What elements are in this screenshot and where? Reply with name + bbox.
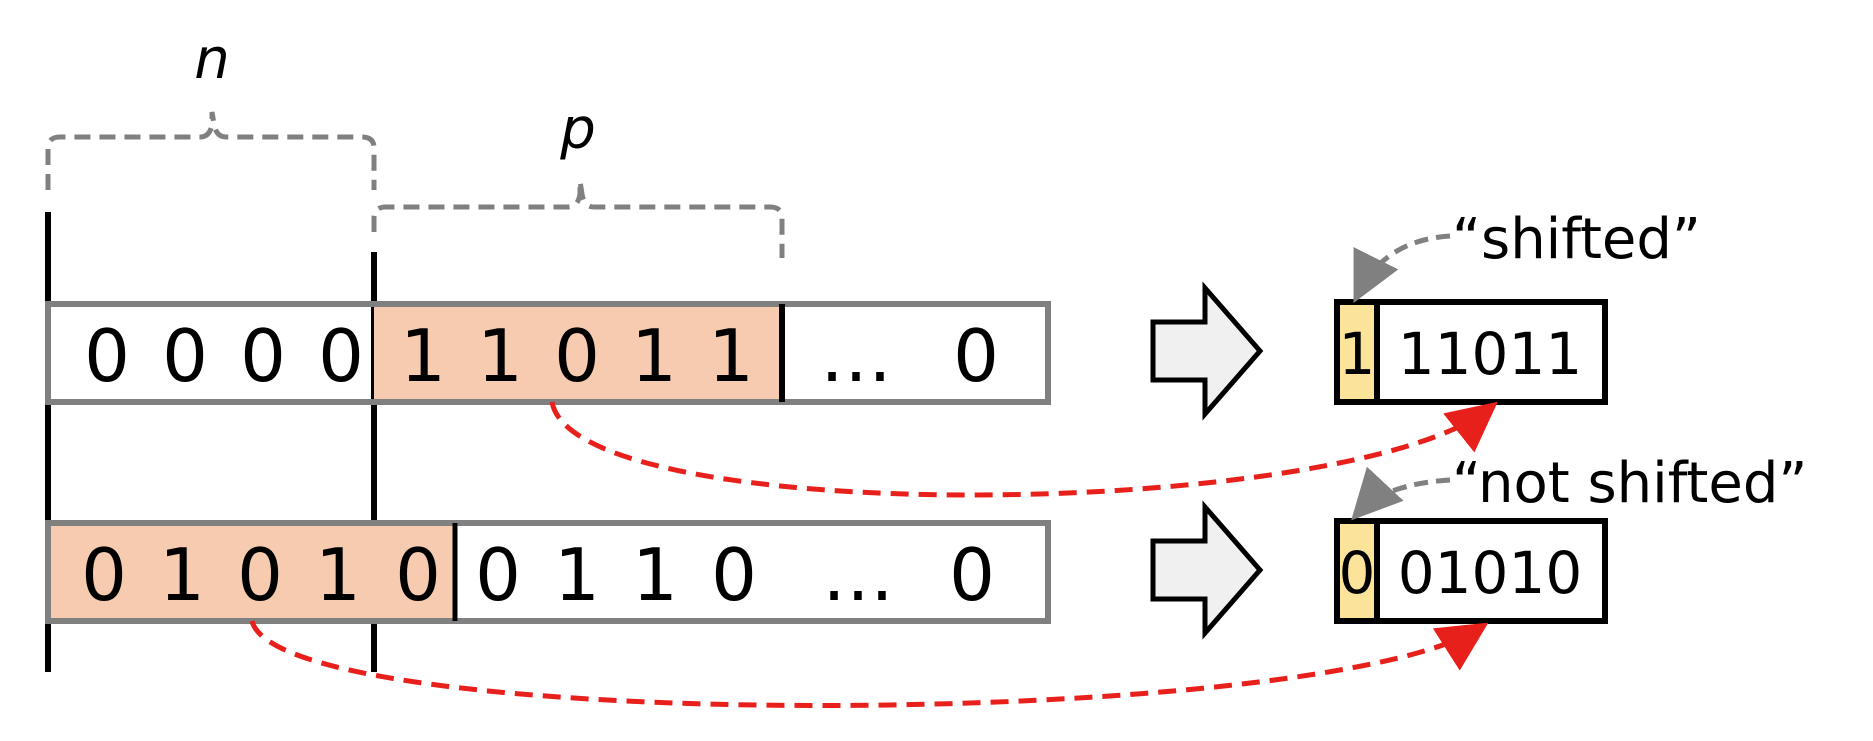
row2-bit-7: 1: [632, 533, 678, 617]
row1-result-flag: 1: [1339, 320, 1376, 388]
row1-box: [45, 301, 1051, 405]
row2-bit-2: 0: [237, 533, 283, 617]
row2-bit-6: 1: [554, 533, 600, 617]
row2-bit-4: 0: [395, 533, 441, 617]
not-shifted-label: “not shifted”: [1452, 451, 1807, 516]
row2-bit-0: 0: [81, 533, 127, 617]
row2-result-flag: 0: [1339, 539, 1376, 607]
curved-red-arrow-icon: [549, 401, 1498, 498]
row1-bit-6: 0: [554, 314, 600, 398]
row2-bit-5: 0: [475, 533, 521, 617]
shifted-label: “shifted”: [1452, 207, 1701, 272]
curved-gray-arrow-icon: [1351, 466, 1451, 521]
right-block-arrow-icon: [1150, 281, 1264, 421]
curved-gray-arrow-icon: [1353, 233, 1451, 303]
row1-bit-2: 0: [240, 314, 286, 398]
row1-last-bit: 0: [953, 314, 999, 398]
row2-bit-1: 1: [159, 533, 205, 617]
row2-result: 0 01010: [1334, 518, 1608, 624]
row2-result-flag-cell: [1337, 521, 1377, 621]
row2-bitstring: 0 1 0 1 0 0 1 1 0 … 0: [45, 520, 1051, 624]
brace-p: p: [371, 97, 785, 258]
row1-bit-4: 1: [400, 314, 446, 398]
row1-bitstring: 0 0 0 0 1 1 0 1 1 … 0: [45, 301, 1051, 405]
row1-ellipsis: …: [820, 314, 892, 398]
brace-n-label: n: [194, 27, 230, 92]
row2-ellipsis: …: [822, 533, 894, 617]
row1-highlight: [374, 304, 782, 402]
row1-bit-5: 1: [477, 314, 523, 398]
row2-box: [45, 520, 1051, 624]
row2-result-box: [1334, 518, 1608, 624]
row2-last-bit: 0: [949, 533, 995, 617]
right-block-arrow-icon: [1150, 500, 1264, 640]
row1-bit-7: 1: [631, 314, 677, 398]
curved-red-arrow-icon: [249, 620, 1489, 708]
brace-p-label: p: [559, 97, 596, 162]
brace-n: n: [45, 27, 377, 190]
row1-bit-0: 0: [84, 314, 130, 398]
row1-result: 1 11011: [1334, 299, 1608, 405]
row1-result-flag-cell: [1337, 302, 1377, 402]
row2-result-bits: 01010: [1398, 539, 1583, 607]
row1-bit-1: 0: [162, 314, 208, 398]
row2-bit-8: 0: [711, 533, 757, 617]
row1-bit-3: 0: [318, 314, 364, 398]
row2-bit-3: 1: [315, 533, 361, 617]
row1-bit-8: 1: [708, 314, 754, 398]
row2-highlight: [48, 523, 455, 621]
row1-result-bits: 11011: [1398, 320, 1583, 388]
